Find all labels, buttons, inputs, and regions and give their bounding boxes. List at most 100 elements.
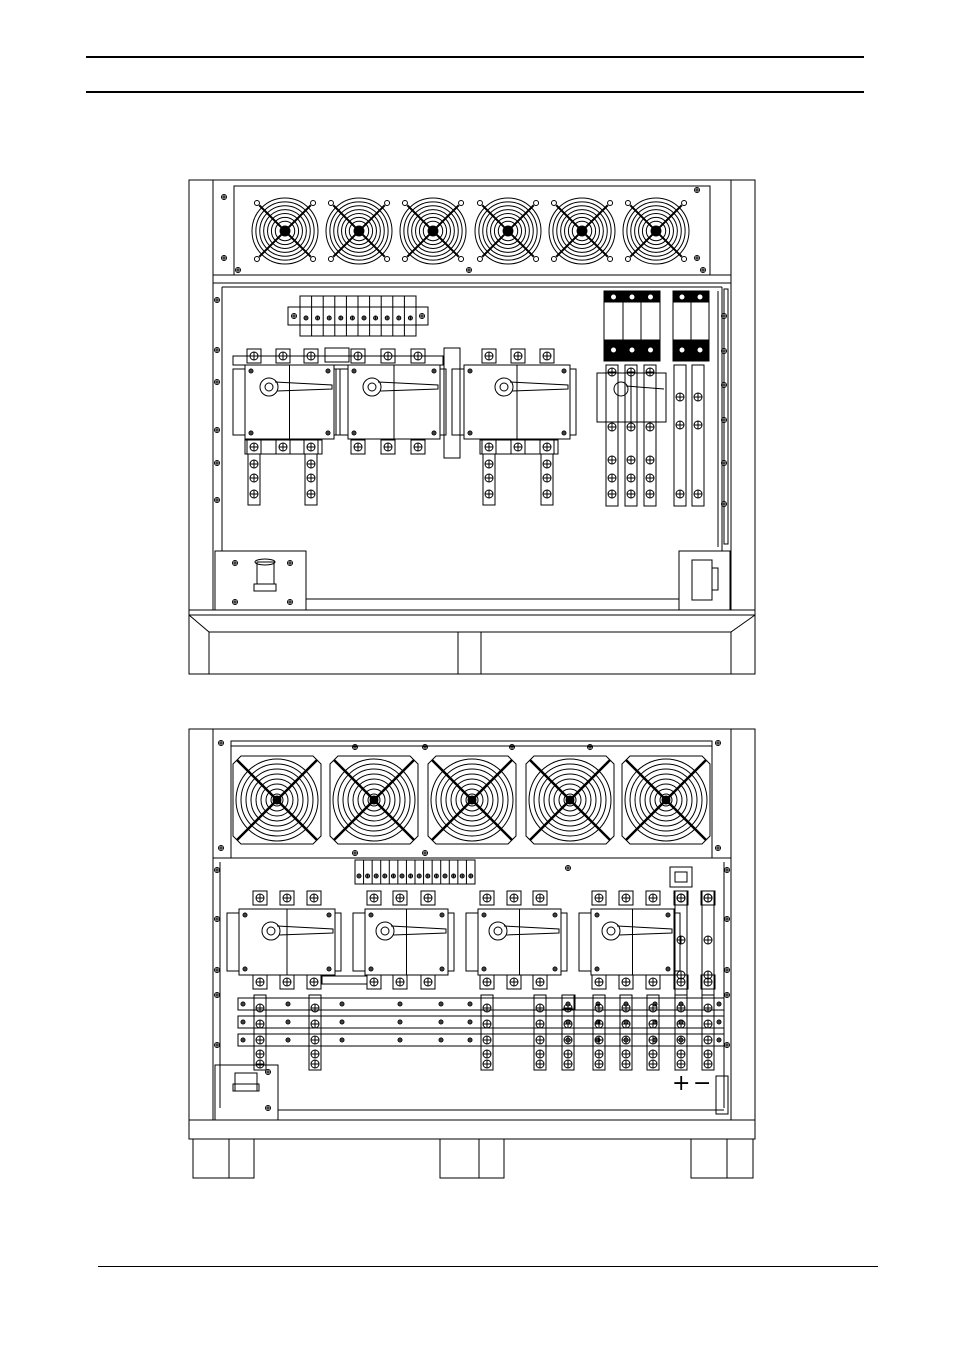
fan-icon: [233, 756, 321, 844]
screw: [215, 461, 220, 466]
screw: [384, 443, 392, 451]
screw: [704, 971, 712, 979]
fuse-holder: [691, 291, 709, 361]
screw: [311, 1060, 319, 1068]
bus-bar: [305, 454, 317, 505]
screw: [215, 968, 220, 973]
screw: [694, 421, 702, 429]
screw: [215, 993, 220, 998]
terminal-lug: [480, 891, 494, 989]
isolating-switch: [466, 909, 567, 975]
screw: [482, 967, 486, 971]
screw: [256, 1036, 264, 1044]
screw: [622, 1060, 630, 1068]
bus-bar: [692, 365, 704, 506]
screw: [646, 368, 654, 376]
screw: [250, 460, 258, 468]
screw: [510, 894, 518, 902]
screw: [694, 393, 702, 401]
screw: [424, 978, 432, 986]
screw: [219, 846, 224, 851]
screw: [311, 1050, 319, 1058]
screw: [311, 1036, 319, 1044]
screw: [370, 894, 378, 902]
screw: [391, 874, 395, 878]
screw: [327, 967, 331, 971]
screw: [622, 894, 630, 902]
screw: [215, 298, 220, 303]
screw: [420, 314, 425, 319]
screw: [279, 443, 287, 451]
screw: [215, 917, 220, 922]
screw: [704, 1060, 712, 1068]
screw: [725, 1043, 730, 1048]
fan-tray: [213, 186, 731, 283]
fan-icon: [400, 198, 466, 264]
screw: [483, 1020, 491, 1028]
screw: [423, 745, 428, 750]
screw: [311, 1020, 319, 1028]
terminal-lug: [533, 891, 547, 989]
screw: [327, 316, 331, 320]
screw: [417, 874, 421, 878]
screw: [311, 1004, 319, 1012]
screw: [423, 851, 428, 856]
screw: [716, 846, 721, 851]
screw: [717, 1002, 721, 1006]
screw: [316, 316, 320, 320]
screw: [327, 913, 331, 917]
screw: [627, 368, 635, 376]
screw: [595, 1020, 603, 1028]
terminal-lug: [646, 891, 660, 989]
fan-icon: [622, 756, 710, 844]
bus-bar: [534, 995, 546, 1070]
screw: [649, 978, 657, 986]
screw: [483, 894, 491, 902]
terminal-lug: [592, 891, 606, 989]
screw: [666, 913, 670, 917]
screw: [440, 913, 444, 917]
screw: [439, 1038, 443, 1042]
screw: [256, 978, 264, 986]
screw: [627, 423, 635, 431]
screw: [467, 268, 472, 273]
fan-icon: [623, 198, 689, 264]
screw: [622, 1036, 630, 1044]
screw: [440, 967, 444, 971]
screw: [432, 369, 436, 373]
bus-bar: [562, 995, 574, 1070]
bus-bar: [248, 454, 260, 505]
terminal-block: [355, 860, 475, 884]
screw: [595, 1036, 603, 1044]
screw: [722, 461, 727, 466]
screw: [249, 369, 253, 373]
screw: [725, 868, 730, 873]
signal-connector-box: [679, 551, 730, 610]
fan-icon: [475, 198, 541, 264]
screw: [485, 474, 493, 482]
screw: [414, 352, 422, 360]
screw: [384, 352, 392, 360]
screw: [292, 314, 297, 319]
screw: [414, 443, 422, 451]
isolating-switch: [579, 909, 680, 975]
screw: [219, 741, 224, 746]
screw: [460, 874, 464, 878]
screw: [646, 456, 654, 464]
screw: [468, 1002, 472, 1006]
screw: [340, 1020, 344, 1024]
screw: [385, 316, 389, 320]
screw: [304, 316, 308, 320]
fuse-holder: [641, 291, 660, 361]
screw: [326, 431, 330, 435]
screw: [357, 874, 361, 878]
screw: [649, 1036, 657, 1044]
terminal-lug: [307, 891, 321, 989]
screw: [241, 1002, 245, 1006]
screw: [307, 490, 315, 498]
screw: [250, 474, 258, 482]
screw: [608, 490, 616, 498]
screw: [725, 993, 730, 998]
screw: [725, 968, 730, 973]
screw: [307, 474, 315, 482]
